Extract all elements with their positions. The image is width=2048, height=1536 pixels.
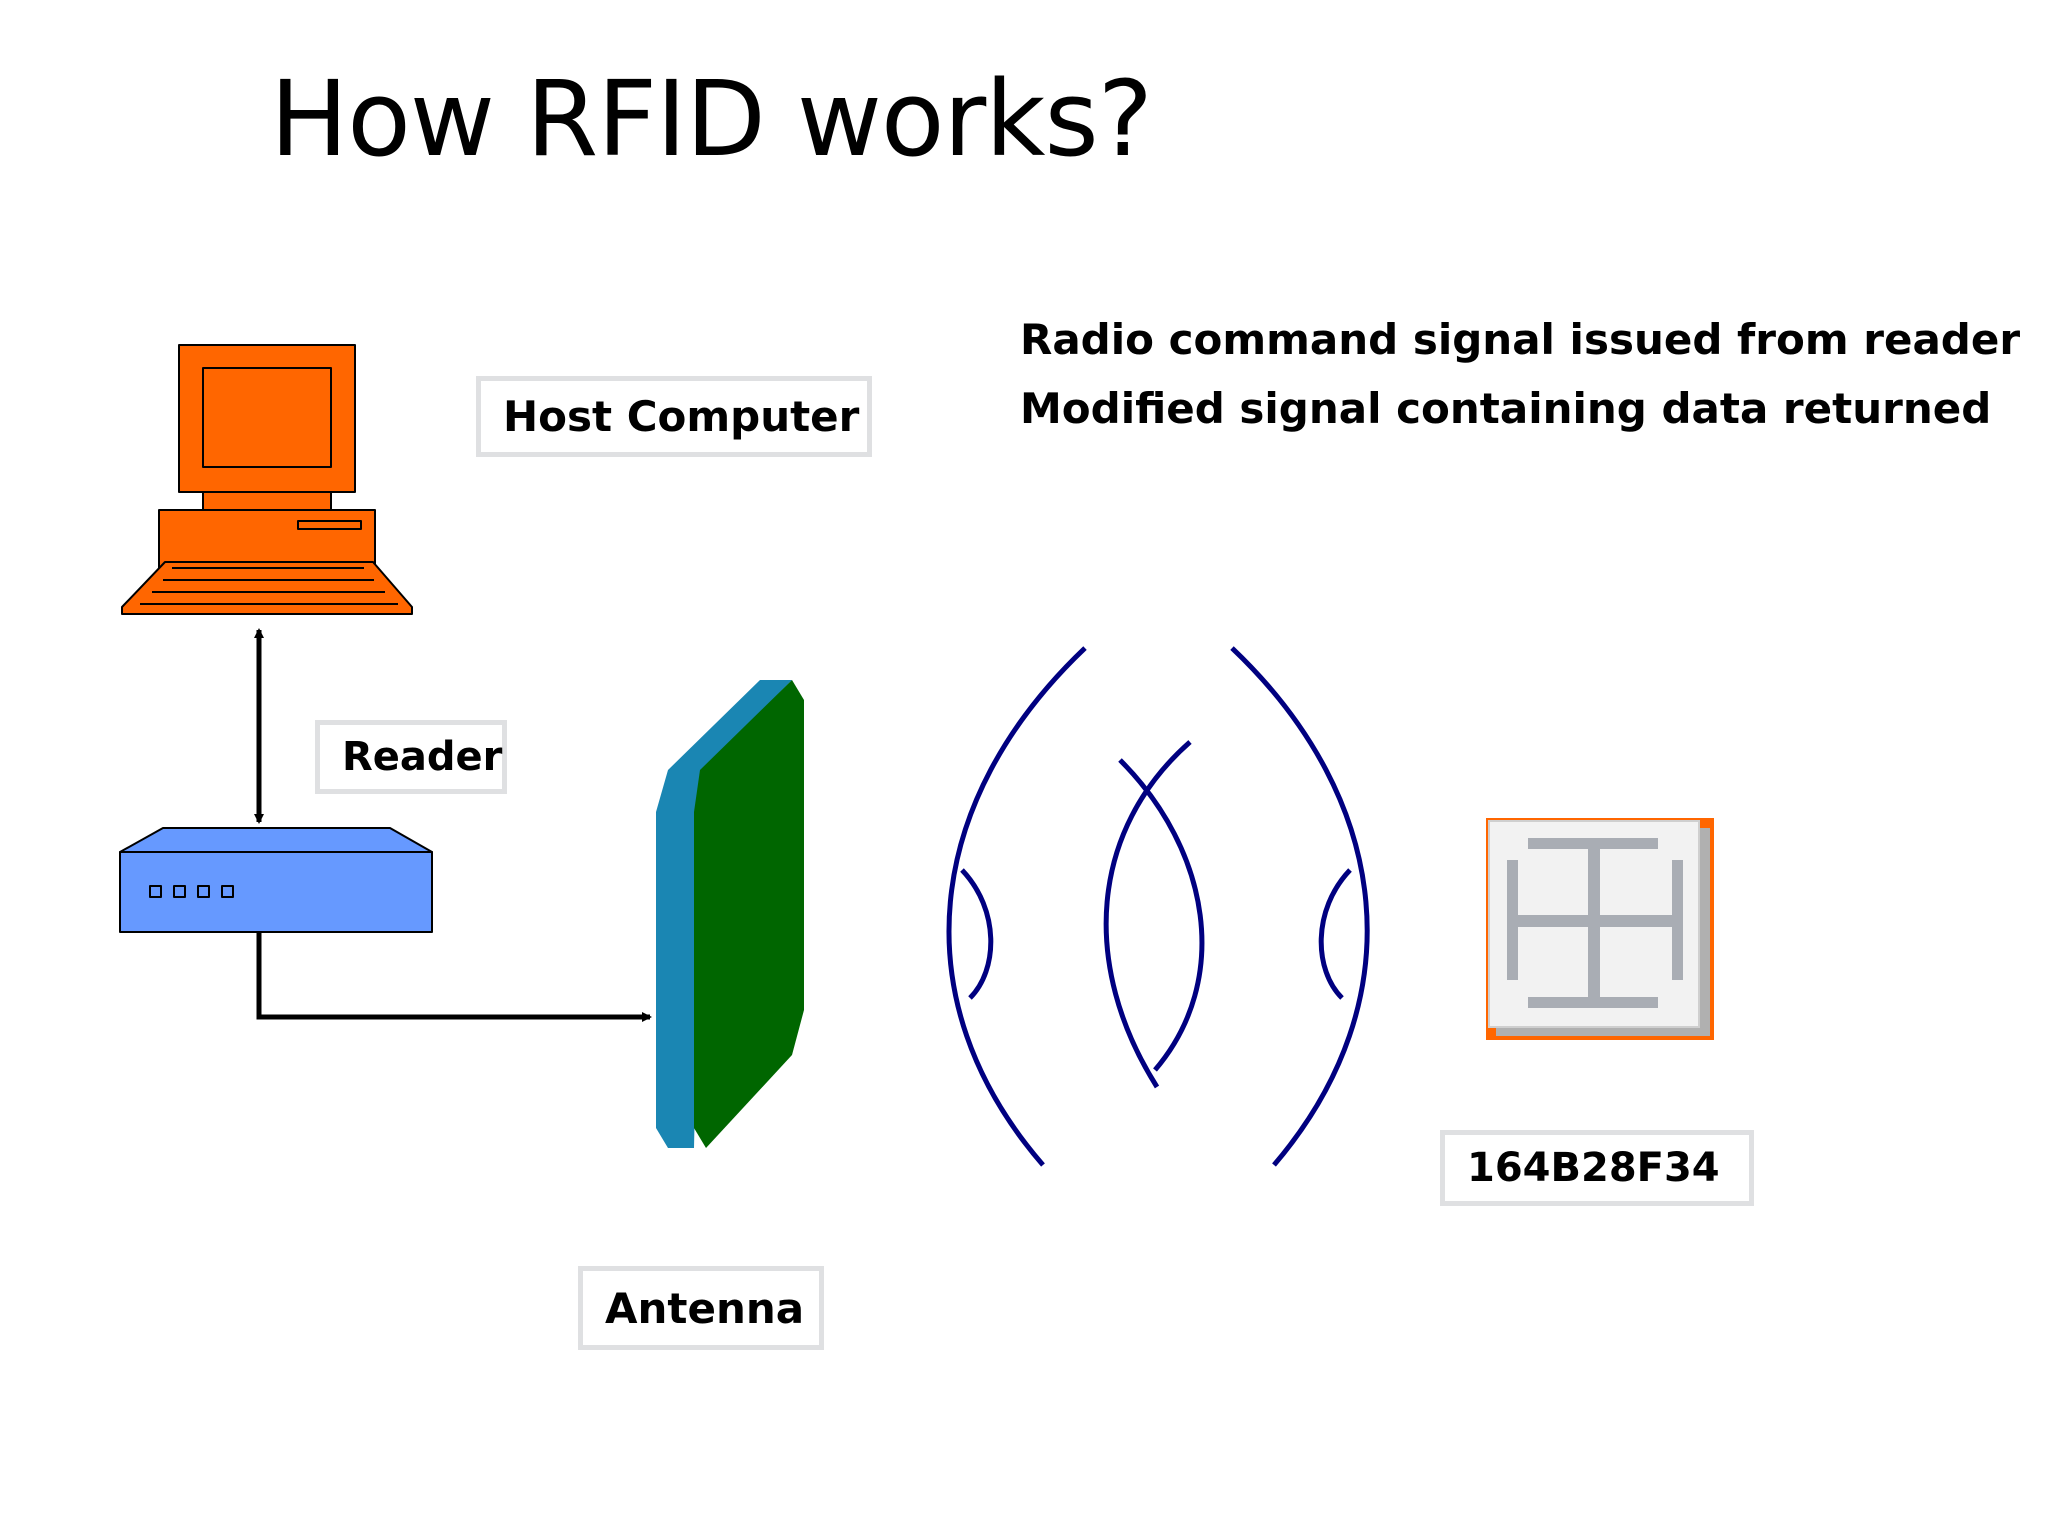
computer-base-unit xyxy=(158,509,376,569)
tag-cross-bar xyxy=(1507,860,1518,980)
antenna-face xyxy=(694,680,804,1148)
tag-cross-bar xyxy=(1528,838,1658,849)
tag-id-label: 164B28F34 xyxy=(1440,1130,1754,1206)
wave-arc xyxy=(1318,868,1352,1000)
reader-top xyxy=(119,827,433,853)
host-computer-label-text: Host Computer xyxy=(503,392,860,441)
antenna-label: Antenna xyxy=(578,1266,824,1350)
tag-cross-bar xyxy=(1528,997,1658,1008)
reader-antenna-connector xyxy=(256,932,652,1022)
antenna-panel-icon xyxy=(656,680,804,1148)
antenna-label-text: Antenna xyxy=(605,1283,805,1333)
legend-command-signal: Radio command signal issued from reader xyxy=(1020,315,2021,364)
reader-led xyxy=(221,885,234,898)
reader-label-text: Reader xyxy=(342,734,503,780)
page-title: How RFID works? xyxy=(270,58,1153,180)
wave-arc xyxy=(960,868,994,1000)
tag-id-label-text: 164B28F34 xyxy=(1467,1145,1720,1191)
computer-keyboard xyxy=(121,561,413,615)
computer-screen xyxy=(202,367,332,468)
legend-returned-signal: Modified signal containing data returned xyxy=(1020,384,1992,433)
wave-arc xyxy=(1230,646,1370,1167)
computer-neck xyxy=(202,491,332,511)
tag-cross-bar xyxy=(1672,860,1683,980)
wave-arc xyxy=(946,646,1087,1167)
wave-arc xyxy=(1103,740,1192,1089)
computer-icon xyxy=(121,344,413,615)
reader-led xyxy=(149,885,162,898)
reader-led xyxy=(173,885,186,898)
rfid-tag-icon xyxy=(1486,818,1714,1040)
wave-arc xyxy=(1118,758,1205,1072)
computer-drive-slot xyxy=(297,520,362,530)
reader-label: Reader xyxy=(315,720,507,794)
host-computer-label: Host Computer xyxy=(476,376,872,457)
tag-cross-stem xyxy=(1516,915,1676,927)
tag-cross-symbol xyxy=(1507,838,1683,1008)
reader-led xyxy=(197,885,210,898)
reader-body xyxy=(119,851,433,933)
antenna-edge xyxy=(656,680,792,1148)
radio-waves xyxy=(946,646,1370,1167)
reader-device-icon xyxy=(119,827,433,933)
